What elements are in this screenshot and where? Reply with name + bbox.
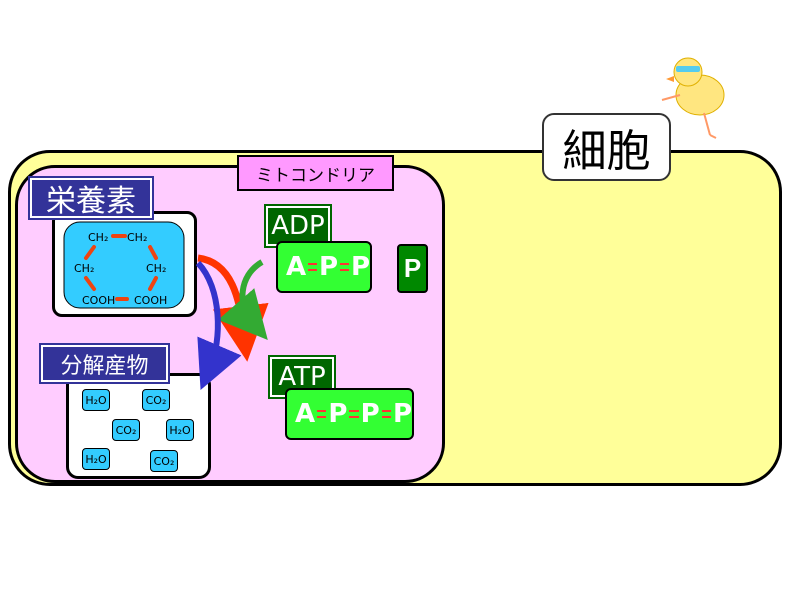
mol-ch2-1: CH₂ [88, 231, 108, 244]
free-phosphate: P [397, 244, 428, 293]
atp-phosphate-3: P [392, 399, 413, 429]
adp-adenosine: A [286, 252, 307, 282]
mol-co2-3: CO₂ [150, 450, 178, 472]
nutrient-label: 栄養素 [28, 176, 154, 220]
mol-ch2-2: CH₂ [127, 231, 147, 244]
bond-icon [340, 263, 349, 271]
mol-co2-1: CO₂ [142, 389, 170, 411]
mol-h2o-1: H₂O [82, 389, 110, 411]
atp-adenosine: A [295, 399, 316, 429]
phosphorylation-arrow-green [218, 259, 268, 341]
bond-icon [317, 410, 327, 418]
mol-cooh-2: COOH [134, 294, 167, 307]
mol-ch2-3: CH₂ [74, 262, 94, 275]
atp-phosphate-2: P [360, 399, 380, 429]
mol-co2-2: CO₂ [112, 419, 140, 441]
adp-phosphate-1: P [319, 252, 339, 282]
bond-icon [381, 410, 391, 418]
products-label: 分解産物 [39, 343, 170, 384]
carbon-bonds [84, 234, 158, 301]
cell-label: 細胞 [542, 113, 671, 181]
mol-h2o-2: H₂O [166, 419, 194, 441]
atp-phosphate-1: P [328, 399, 348, 429]
mol-ch2-4: CH₂ [146, 262, 166, 275]
adp-phosphate-2: P [350, 252, 370, 282]
mol-h2o-3: H₂O [82, 448, 110, 470]
bond-icon [349, 410, 359, 418]
bond-icon [308, 263, 317, 271]
chick-icon [661, 57, 725, 139]
mitochondria-label: ミトコンドリア [237, 155, 394, 191]
adp-label: ADP [264, 204, 332, 248]
adp-chain: A P P [276, 241, 372, 293]
atp-chain: A P P P [285, 388, 414, 440]
mol-cooh-1: COOH [82, 294, 115, 307]
decomposition-arrow-blue [195, 260, 242, 391]
